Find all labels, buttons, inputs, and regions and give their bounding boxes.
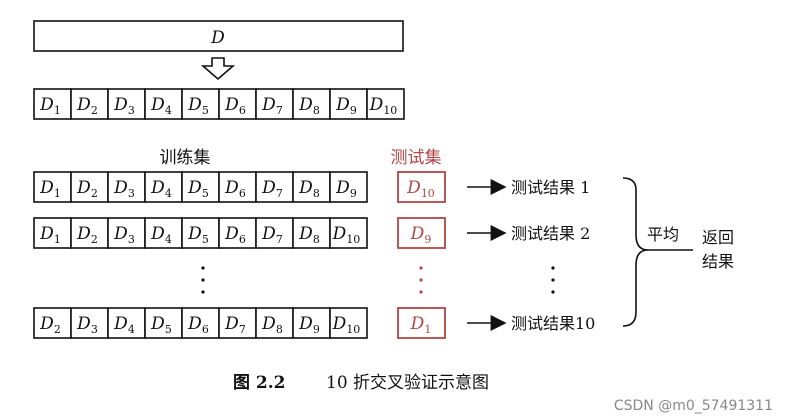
test-cell-label: D9	[410, 224, 432, 246]
train-cell	[329, 171, 368, 203]
split-cell-label: D1	[39, 95, 61, 117]
return-label-1: 返回	[702, 228, 734, 247]
split-cell	[70, 88, 109, 120]
train-cell	[144, 171, 183, 203]
train-cell	[255, 217, 294, 249]
train-cell-label: D8	[298, 224, 320, 246]
train-cell	[329, 307, 368, 339]
train-cell	[107, 171, 146, 203]
train-cell-label: D5	[150, 314, 172, 336]
split-cell-label: D10	[369, 95, 398, 117]
split-cell	[107, 88, 146, 120]
train-cell-label: D2	[76, 224, 98, 246]
ellipsis-train	[201, 266, 205, 294]
ellipsis-test	[419, 266, 423, 294]
train-cell	[255, 307, 294, 339]
train-cell-label: D8	[298, 178, 320, 200]
return-label-2: 结果	[702, 252, 734, 271]
train-cell-label: D4	[150, 224, 172, 246]
train-cell-label: D1	[39, 178, 61, 200]
watermark: CSDN @m0_57491311	[613, 398, 773, 414]
train-cell	[107, 217, 146, 249]
train-cell-label: D5	[187, 224, 209, 246]
dataset-label: D	[210, 28, 225, 48]
train-cell	[218, 307, 257, 339]
split-cell	[366, 88, 405, 120]
train-cell-label: D10	[332, 224, 361, 246]
test-cell	[397, 217, 446, 249]
split-cell-label: D4	[150, 95, 172, 117]
average-brace	[622, 177, 649, 327]
test-cell	[397, 307, 446, 339]
train-cell	[70, 217, 109, 249]
test-cell	[397, 171, 446, 203]
train-cell-label: D9	[298, 314, 320, 336]
train-cell	[70, 171, 109, 203]
dataset-box	[33, 20, 404, 52]
split-cell-label: D6	[224, 95, 246, 117]
train-cell-label: D8	[261, 314, 283, 336]
result-label: 测试结果10	[511, 314, 595, 333]
split-row: D1 D2 D3 D4 D5 D6 D7 D8 D9 D10	[33, 88, 405, 120]
train-cell	[181, 307, 220, 339]
train-cell-label: D10	[332, 314, 361, 336]
result-label: 测试结果 2	[511, 224, 590, 243]
train-cell	[70, 307, 109, 339]
train-cell-label: D3	[113, 224, 135, 246]
train-cell-label: D9	[335, 178, 357, 200]
train-cell	[218, 217, 257, 249]
split-cell-label: D2	[76, 95, 98, 117]
test-header: 测试集	[391, 148, 442, 168]
train-cell-label: D7	[224, 314, 246, 336]
split-cell	[218, 88, 257, 120]
train-cell-label: D2	[76, 178, 98, 200]
train-cell-label: D3	[76, 314, 98, 336]
train-cell-label: D7	[261, 178, 283, 200]
train-cell-label: D2	[39, 314, 61, 336]
train-cell	[107, 307, 146, 339]
train-cell-label: D6	[187, 314, 209, 336]
split-cell	[329, 88, 368, 120]
train-cell	[292, 171, 331, 203]
split-cell-label: D8	[298, 95, 320, 117]
split-cell-label: D9	[335, 95, 357, 117]
train-cell-label: D4	[113, 314, 135, 336]
train-cell-label: D1	[39, 224, 61, 246]
split-cell	[33, 88, 72, 120]
train-cell	[33, 217, 72, 249]
split-cell	[181, 88, 220, 120]
split-cell-label: D7	[261, 95, 283, 117]
figure-number: 图 2.2	[233, 373, 286, 393]
train-cell	[144, 307, 183, 339]
train-cell-label: D3	[113, 178, 135, 200]
ellipsis-result	[551, 266, 555, 294]
train-cell	[181, 171, 220, 203]
split-cell-label: D5	[187, 95, 209, 117]
train-cell	[329, 217, 368, 249]
result-label: 测试结果 1	[511, 178, 590, 197]
test-cell-label: D10	[406, 178, 435, 200]
split-cell-label: D3	[113, 95, 135, 117]
train-cell-label: D7	[261, 224, 283, 246]
train-cell-label: D6	[224, 224, 246, 246]
train-cell-label: D4	[150, 178, 172, 200]
train-cell-label: D6	[224, 178, 246, 200]
test-cell-label: D1	[410, 314, 432, 336]
average-label: 平均	[647, 225, 679, 244]
train-cell-label: D5	[187, 178, 209, 200]
train-cell	[144, 217, 183, 249]
train-cell	[181, 217, 220, 249]
train-cell	[33, 307, 72, 339]
split-arrow-icon	[200, 57, 236, 81]
train-header: 训练集	[160, 148, 211, 168]
train-cell	[292, 307, 331, 339]
split-cell	[144, 88, 183, 120]
train-cell	[292, 217, 331, 249]
train-cell	[255, 171, 294, 203]
figure-caption: 10 折交叉验证示意图	[326, 373, 489, 393]
